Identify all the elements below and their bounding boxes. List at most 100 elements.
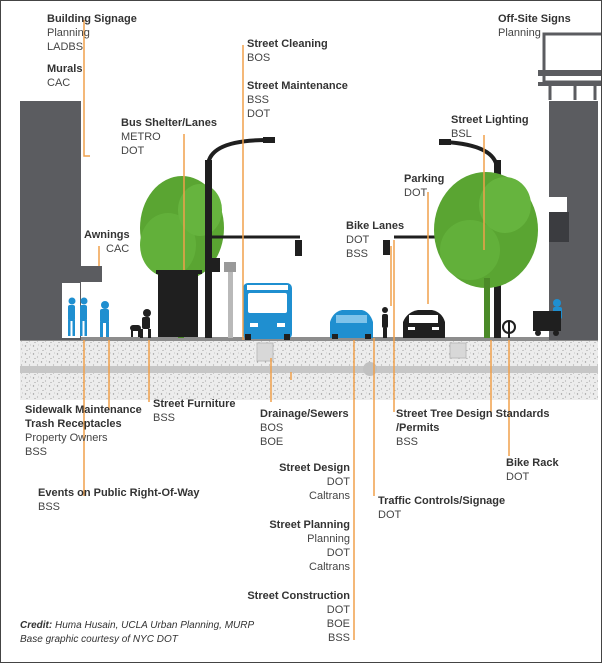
right-building-awning xyxy=(549,212,569,242)
trash-receptacles-agency-2: BSS xyxy=(25,446,48,458)
shelter-roof xyxy=(156,270,202,274)
label-street-cleaning: Street Cleaning BOS xyxy=(247,37,328,65)
events-title: Events on Public Right-Of-Way xyxy=(38,487,200,499)
bus-shelter-agency-1: METRO xyxy=(121,131,161,143)
off-site-signs-agency-1: Planning xyxy=(498,27,541,39)
label-sidewalk-maintenance: Sidewalk Maintenance Trash Receptacles P… xyxy=(25,403,142,459)
street-surface xyxy=(20,337,598,341)
street-construction-agency-2: BOE xyxy=(326,618,350,630)
street-cleaning-agency-1: BOS xyxy=(247,52,271,64)
sidewalk-maintenance-title: Sidewalk Maintenance xyxy=(25,404,142,416)
street-maintenance-agency-2: DOT xyxy=(247,108,271,120)
label-street-lighting: Street Lighting BSL xyxy=(451,113,529,141)
label-parking: Parking DOT xyxy=(404,172,444,200)
label-building-signage: Building Signage Planning LADBS xyxy=(47,12,137,54)
murals-agency-1: CAC xyxy=(47,77,71,89)
pedestrians xyxy=(68,297,109,337)
awnings-agency-1: CAC xyxy=(106,243,130,255)
dog-walker xyxy=(130,309,151,338)
traffic-controls-title: Traffic Controls/Signage xyxy=(378,495,506,507)
bus xyxy=(243,283,292,340)
meter-head xyxy=(224,262,236,272)
drainage-agency-2: BOE xyxy=(260,436,284,448)
building-signage-agency-1: Planning xyxy=(47,27,90,39)
label-street-furniture: Street Furniture BSS xyxy=(153,397,236,425)
awnings-title: Awnings xyxy=(84,229,130,241)
off-site-signs-title: Off-Site Signs xyxy=(498,13,571,25)
street-design-agency-2: Caltrans xyxy=(309,490,350,502)
credit-text: Huma Husain, UCLA Urban Planning, MURP xyxy=(52,620,255,631)
label-street-design: Street Design DOT Caltrans xyxy=(279,461,350,503)
bus-shelter-agency-2: DOT xyxy=(121,145,145,157)
street-cleaning-title: Street Cleaning xyxy=(247,38,328,50)
drainage-title: Drainage/Sewers xyxy=(260,408,349,420)
street-planning-agency-1: Planning xyxy=(307,533,350,545)
trash-receptacles-title: Trash Receptacles xyxy=(25,418,122,430)
street-planning-agency-3: Caltrans xyxy=(309,561,350,573)
label-off-site-signs: Off-Site Signs Planning xyxy=(498,12,571,40)
street-design-agency-1: DOT xyxy=(326,476,350,488)
street-planning-title: Street Planning xyxy=(269,519,350,531)
street-construction-agency-3: BSS xyxy=(327,632,350,644)
credit-prefix: Credit: xyxy=(20,620,53,631)
parking-meter xyxy=(228,268,233,338)
awning xyxy=(80,266,102,282)
credit-note: Credit: Huma Husain, UCLA Urban Planning… xyxy=(20,619,254,647)
label-awnings: Awnings CAC xyxy=(84,228,130,256)
bike-rack xyxy=(502,320,516,338)
parking-agency-1: DOT xyxy=(404,187,428,199)
street-maintenance-title: Street Maintenance xyxy=(247,80,348,92)
right-tree xyxy=(434,172,538,338)
street-maintenance-agency-1: BSS xyxy=(247,94,270,106)
credit-line2: Base graphic courtesy of NYC DOT xyxy=(20,634,178,645)
right-building-window xyxy=(549,197,567,212)
building-signage-title: Building Signage xyxy=(47,13,137,25)
bike-lanes-agency-1: DOT xyxy=(346,234,370,246)
street-construction-title: Street Construction xyxy=(247,590,350,602)
street-planning-agency-2: DOT xyxy=(326,547,350,559)
label-street-construction: Street Construction DOT BOE BSS xyxy=(247,589,350,645)
sewer-junction xyxy=(363,362,377,376)
drainage-agency-1: BOS xyxy=(260,422,284,434)
murals-title: Murals xyxy=(47,63,83,75)
streetlight-left xyxy=(205,137,302,338)
events-agency-1: BSS xyxy=(38,501,61,513)
tree-permits-agency-1: BSS xyxy=(396,436,419,448)
label-street-tree: Street Tree Design Standards /Permits BS… xyxy=(396,407,549,449)
drain-inlet-left xyxy=(256,342,274,362)
street-furniture-title: Street Furniture xyxy=(153,398,236,410)
bike-rack-agency-1: DOT xyxy=(506,471,530,483)
bus-shelter-title: Bus Shelter/Lanes xyxy=(121,117,217,129)
label-bus-shelter: Bus Shelter/Lanes METRO DOT xyxy=(121,116,217,158)
blue-car xyxy=(330,310,373,339)
street-design-title: Street Design xyxy=(279,462,350,474)
label-murals: Murals CAC xyxy=(47,62,82,90)
street-furniture-agency-1: BSS xyxy=(153,412,176,424)
sewer-pipe xyxy=(20,366,598,373)
drain-inlet-right xyxy=(449,342,467,359)
tree-permits-title: /Permits xyxy=(396,422,440,434)
cyclist xyxy=(382,307,388,338)
leader-lines xyxy=(83,20,510,640)
label-drainage: Drainage/Sewers BOS BOE xyxy=(260,407,349,449)
bike-rack-title: Bike Rack xyxy=(506,457,559,469)
building-signage-agency-2: LADBS xyxy=(47,41,84,53)
label-street-maintenance: Street Maintenance BSS DOT xyxy=(247,79,348,121)
label-traffic-controls: Traffic Controls/Signage DOT xyxy=(378,494,505,522)
bus-shelter xyxy=(158,273,198,337)
label-events: Events on Public Right-Of-Way BSS xyxy=(38,486,200,514)
parking-title: Parking xyxy=(404,173,445,185)
bike-lanes-title: Bike Lanes xyxy=(346,220,405,232)
billboard xyxy=(538,32,602,100)
seated-person xyxy=(533,299,562,336)
label-bike-rack: Bike Rack DOT xyxy=(506,456,559,484)
bike-lanes-agency-2: BSS xyxy=(346,248,369,260)
street-lighting-agency-1: BSL xyxy=(451,128,472,140)
black-car xyxy=(403,310,445,338)
trash-receptacles-agency-1: Property Owners xyxy=(25,432,108,444)
label-street-planning: Street Planning Planning DOT Caltrans xyxy=(269,518,350,574)
traffic-controls-agency-1: DOT xyxy=(378,509,402,521)
street-construction-agency-1: DOT xyxy=(326,604,350,616)
